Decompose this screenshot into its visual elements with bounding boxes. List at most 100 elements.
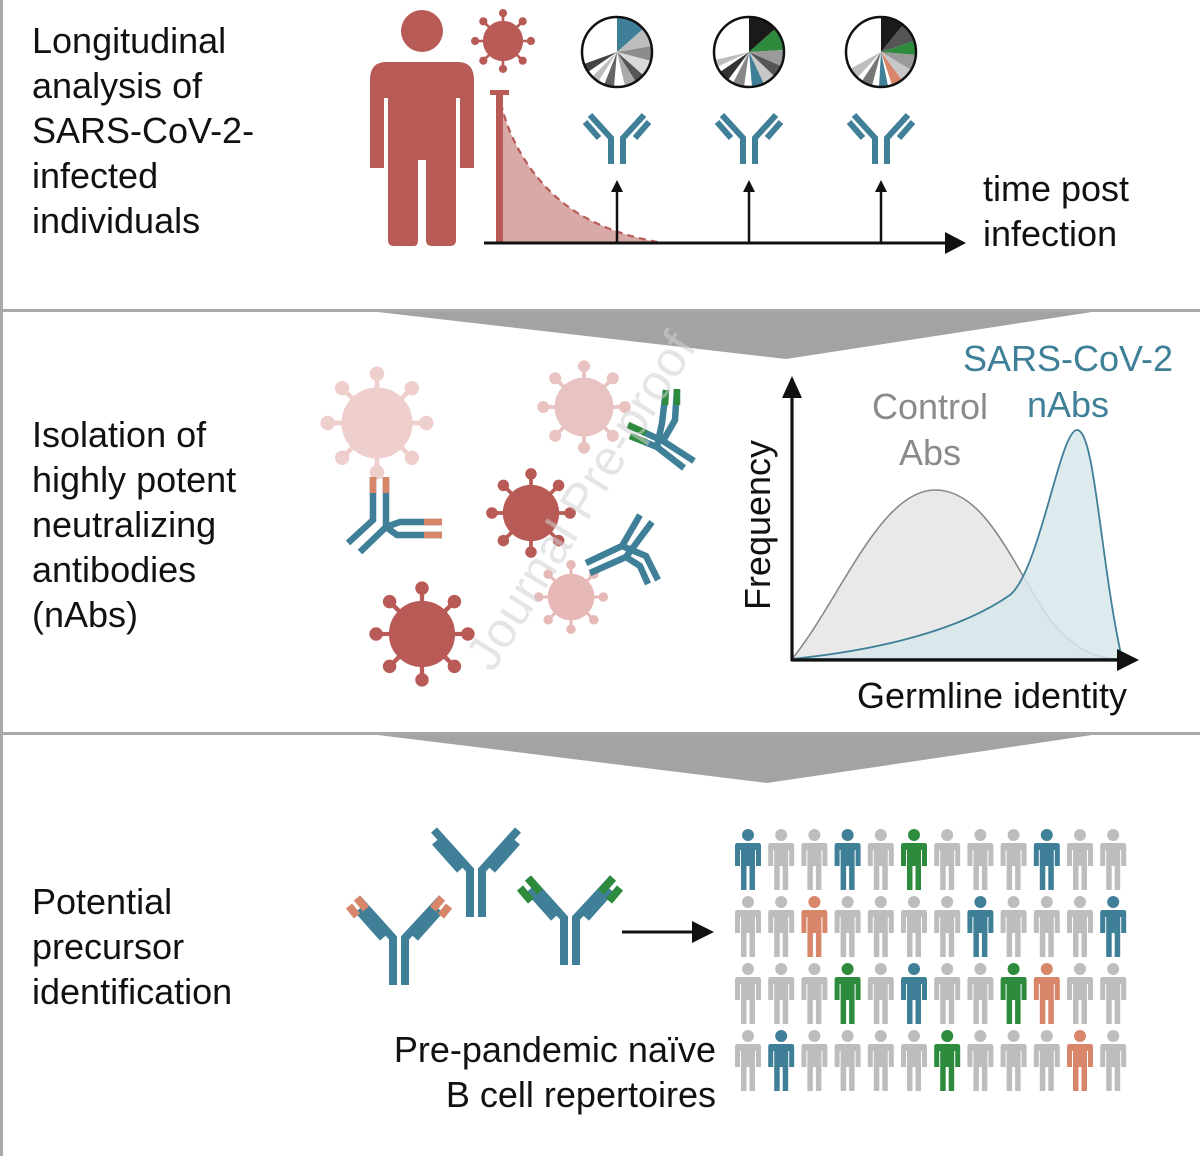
b-cell-person-icon: [934, 963, 961, 1024]
panel1-line: Longitudinal: [32, 20, 227, 61]
b-cell-person-icon: [1100, 829, 1127, 890]
panel2-line: highly potent: [32, 459, 237, 500]
control-abs-label: Abs: [899, 432, 961, 473]
antibody-icon: [516, 875, 624, 965]
b-cell-person-icon: [768, 963, 795, 1024]
panel2-line: Isolation of: [32, 414, 207, 455]
y-axis-arrowhead: [782, 376, 802, 398]
panel2-description: Isolation of highly potent neutralizing …: [32, 412, 236, 637]
panel2-line: antibodies: [32, 549, 197, 590]
viral-load-peak-cap: [490, 90, 509, 95]
antibody-icon: [626, 388, 696, 471]
virus-icon: [370, 582, 474, 686]
antibody-icon: [846, 112, 916, 164]
repertoire-label: B cell repertoires: [446, 1074, 716, 1115]
b-cell-person-icon: [1100, 1030, 1127, 1091]
b-cell-person-icon: [1033, 963, 1060, 1024]
antibody-icon: [584, 513, 661, 586]
panel3-line: Potential: [32, 881, 173, 922]
b-cell-person-icon: [967, 1030, 994, 1091]
germline-identity-chart: Frequency Germline identity Control Abs …: [737, 338, 1173, 716]
b-cell-person-icon: [967, 963, 994, 1024]
timepoint-marker: [611, 180, 887, 243]
y-axis-label: Frequency: [737, 440, 778, 610]
viral-load-peak-bar: [496, 92, 503, 243]
b-cell-person-icon: [834, 1030, 861, 1091]
b-cell-person-icon: [1100, 963, 1127, 1024]
antibody-icon: [582, 112, 652, 164]
b-cell-person-icon: [801, 896, 828, 957]
b-cell-person-icon: [1000, 896, 1027, 957]
b-cell-person-icon: [834, 829, 861, 890]
nabs-label: SARS-CoV-2: [963, 338, 1173, 379]
b-cell-person-icon: [1100, 896, 1127, 957]
b-cell-person-icon: [901, 963, 927, 1024]
b-cell-person-icon: [867, 1030, 894, 1091]
time-axis-label: time post: [983, 168, 1129, 209]
clonal-diversity-pie: [580, 15, 654, 89]
antibody-icon: [345, 895, 453, 985]
b-cell-person-icon: [867, 829, 894, 890]
x-axis-label: Germline identity: [857, 675, 1127, 716]
virus-icon: [321, 367, 433, 479]
clonal-diversity-pie: [712, 15, 786, 89]
panel2-line: neutralizing: [32, 504, 217, 545]
b-cell-person-icon: [967, 896, 994, 957]
b-cell-person-icon: [1033, 1030, 1060, 1091]
panel1-line: infected: [32, 155, 159, 196]
nabs-label: nAbs: [1027, 384, 1109, 425]
b-cell-person-icon: [867, 963, 894, 1024]
b-cell-person-icon: [768, 829, 795, 890]
nabs-distribution: [791, 429, 1124, 660]
b-cell-person-icon: [901, 896, 927, 957]
viral-load-curve: [499, 102, 664, 245]
time-axis-label: infection: [983, 213, 1117, 254]
b-cell-person-icon: [1000, 829, 1027, 890]
panel2-line: (nAbs): [32, 594, 139, 635]
panel3-line: precursor: [32, 926, 185, 967]
b-cell-person-icon: [901, 1030, 927, 1091]
time-axis-arrowhead: [945, 232, 966, 254]
b-cell-person-icon: [1067, 963, 1093, 1024]
b-cell-person-icon: [801, 1030, 828, 1091]
journal-preproof-watermark: Journal Pre-proof: [454, 322, 706, 679]
panel1-line: individuals: [32, 200, 201, 241]
b-cell-person-icon: [1000, 963, 1027, 1024]
b-cell-person-icon: [801, 829, 828, 890]
b-cell-person-icon: [1067, 829, 1093, 890]
antibody-icon: [431, 827, 521, 917]
panel-transition-arrow: [378, 735, 1092, 783]
b-cell-person-icon: [735, 829, 761, 890]
b-cell-person-icon: [735, 1030, 761, 1091]
b-cell-person-icon: [834, 963, 861, 1024]
x-axis-arrowhead: [1117, 649, 1139, 671]
b-cell-person-icon: [1067, 1030, 1093, 1091]
b-cell-person-icon: [934, 896, 961, 957]
b-cell-person-icon: [768, 1030, 795, 1091]
panel1-line: SARS-CoV-2-: [32, 110, 255, 151]
control-abs-label: Control: [872, 386, 988, 427]
b-cell-person-icon: [934, 829, 961, 890]
naive-b-cell-repertoire-grid: [735, 829, 1127, 1091]
viral-load-area: [501, 103, 663, 243]
antibody-icon: [714, 112, 784, 164]
panel-transition-arrow: [378, 312, 1092, 359]
panel3-line: identification: [32, 971, 233, 1012]
b-cell-person-icon: [801, 963, 828, 1024]
repertoire-label: Pre-pandemic naïve: [394, 1029, 716, 1070]
virus-icon: [470, 8, 536, 74]
b-cell-person-icon: [901, 829, 927, 890]
b-cell-person-icon: [1000, 1030, 1027, 1091]
b-cell-person-icon: [867, 896, 894, 957]
b-cell-person-icon: [1067, 896, 1093, 957]
panel1-line: analysis of: [32, 65, 203, 106]
repertoire-arrowhead: [692, 921, 714, 943]
b-cell-person-icon: [967, 829, 994, 890]
antibody-icon: [345, 477, 442, 555]
patient-figure-icon: [370, 10, 474, 246]
panel3-description: Potential precursor identification: [32, 879, 232, 1014]
b-cell-person-icon: [934, 1030, 961, 1091]
clonal-diversity-pie: [844, 15, 918, 89]
